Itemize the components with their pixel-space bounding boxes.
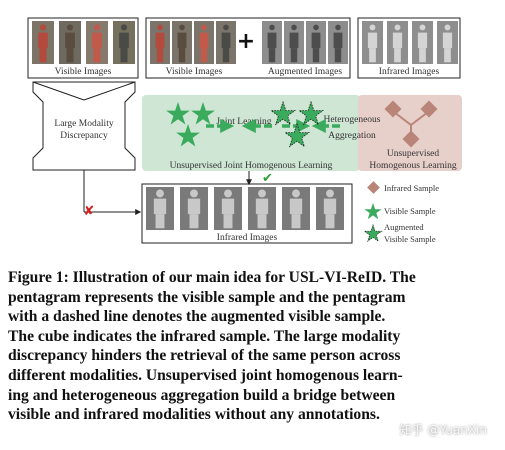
infrared-images-bottom-label: Infrared Images: [217, 232, 278, 243]
caption-line: visible and infrared modalities without …: [8, 406, 380, 424]
visible-images-left-label: Visible Images: [55, 67, 112, 77]
legend-augmented-line1: Augmented: [384, 222, 424, 232]
infrared-person-photo: [437, 21, 458, 64]
unsup-joint-label: Unsupervised Joint Homogenous Learning: [170, 161, 333, 171]
augmented-star-icon: [297, 100, 325, 126]
figure-caption: Figure 1: Illustration of our main idea …: [8, 268, 498, 425]
infrared-person-photo: [282, 187, 310, 230]
infrared-images-group-bottom: Infrared Images: [141, 183, 353, 244]
caption-line: different modalities. Unsupervised joint…: [8, 366, 403, 384]
caption-line: discrepancy hinders the retrieval of the…: [8, 347, 401, 365]
flow-arrows: [83, 170, 252, 215]
legend-augmented-line2: Visible Sample: [384, 234, 436, 244]
large-modality-discrepancy-block: Large Modality Discrepancy: [32, 81, 136, 171]
infrared-person-photo: [316, 187, 344, 230]
check-icon: ✔: [262, 171, 273, 186]
infrared-images-group-top: Infrared Images: [357, 17, 461, 79]
legend-visible-label: Visible Sample: [384, 206, 436, 216]
legend: Infrared Sample Visible Sample Augmented…: [363, 181, 439, 244]
large-modality-line2: Discrepancy: [60, 131, 108, 141]
unsup-homog-line2: Homogenous Learning: [369, 161, 457, 171]
augmented-person-photo: [262, 21, 282, 64]
plus-icon: +: [237, 29, 255, 54]
legend-visible-star-icon: [364, 203, 382, 220]
infrared-person-photo: [362, 21, 383, 64]
visible-person-photo: [32, 21, 54, 64]
heterogeneous-line2: Aggregation: [328, 131, 376, 141]
visible-person-photo: [150, 21, 170, 64]
visible-person-photo: [194, 21, 214, 64]
caption-line: with a dashed line denotes the augmented…: [8, 308, 386, 326]
visible-images-label: Visible Images: [166, 67, 223, 77]
visible-person-photo: [113, 21, 135, 64]
infrared-images-top-label: Infrared Images: [379, 66, 440, 77]
infrared-person-photo: [412, 21, 433, 64]
caption-line: pentagram represents the visible sample …: [8, 288, 406, 306]
infrared-person-photo: [387, 21, 408, 64]
visible-and-augmented-group: Visible Images Augmented Images +: [145, 17, 351, 79]
watermark: 知乎 @YuanXin: [399, 423, 488, 437]
augmented-person-photo: [328, 21, 348, 64]
augmented-star-icon: [283, 122, 311, 148]
visible-sample-stars: [166, 102, 215, 147]
augmented-person-photo: [306, 21, 326, 64]
visible-star-icon: [191, 102, 215, 125]
infrared-cubes: [384, 100, 438, 148]
caption-line: Figure 1: Illustration of our main idea …: [8, 269, 416, 286]
legend-infrared-label: Infrared Sample: [384, 183, 439, 193]
augmented-sample-stars: [269, 100, 325, 148]
visible-person-photo: [216, 21, 236, 64]
infrared-person-photo: [214, 187, 242, 230]
main-idea-figure: Visible Images Visible Images Augmented …: [27, 17, 462, 244]
legend-cube-icon: [367, 181, 380, 194]
large-modality-line1: Large Modality: [54, 119, 113, 129]
infrared-cube-icon: [384, 100, 402, 118]
caption-line: ing and heterogeneous aggregation build …: [8, 386, 396, 404]
augmented-person-photo: [284, 21, 304, 64]
visible-person-photo: [86, 21, 108, 64]
visible-star-icon: [166, 102, 190, 125]
visible-person-photo: [172, 21, 192, 64]
visible-person-photo: [59, 21, 81, 64]
visible-star-icon: [176, 124, 200, 147]
infrared-cube-icon: [402, 130, 420, 148]
augmented-images-label: Augmented Images: [268, 67, 342, 77]
visible-images-group-left: Visible Images: [27, 17, 139, 79]
infrared-person-photo: [248, 187, 276, 230]
augmented-star-icon: [269, 100, 297, 126]
legend-augmented-star-icon: [363, 223, 383, 243]
heterogeneous-line1: Heterogeneous: [324, 115, 381, 125]
unsup-homog-line1: Unsupervised: [387, 149, 439, 159]
infrared-person-photo: [180, 187, 208, 230]
caption-line: The cube indicates the infrared sample. …: [8, 327, 401, 345]
infrared-cube-icon: [420, 100, 438, 118]
infrared-person-photo: [146, 187, 174, 230]
cross-icon: ✘: [84, 204, 95, 219]
